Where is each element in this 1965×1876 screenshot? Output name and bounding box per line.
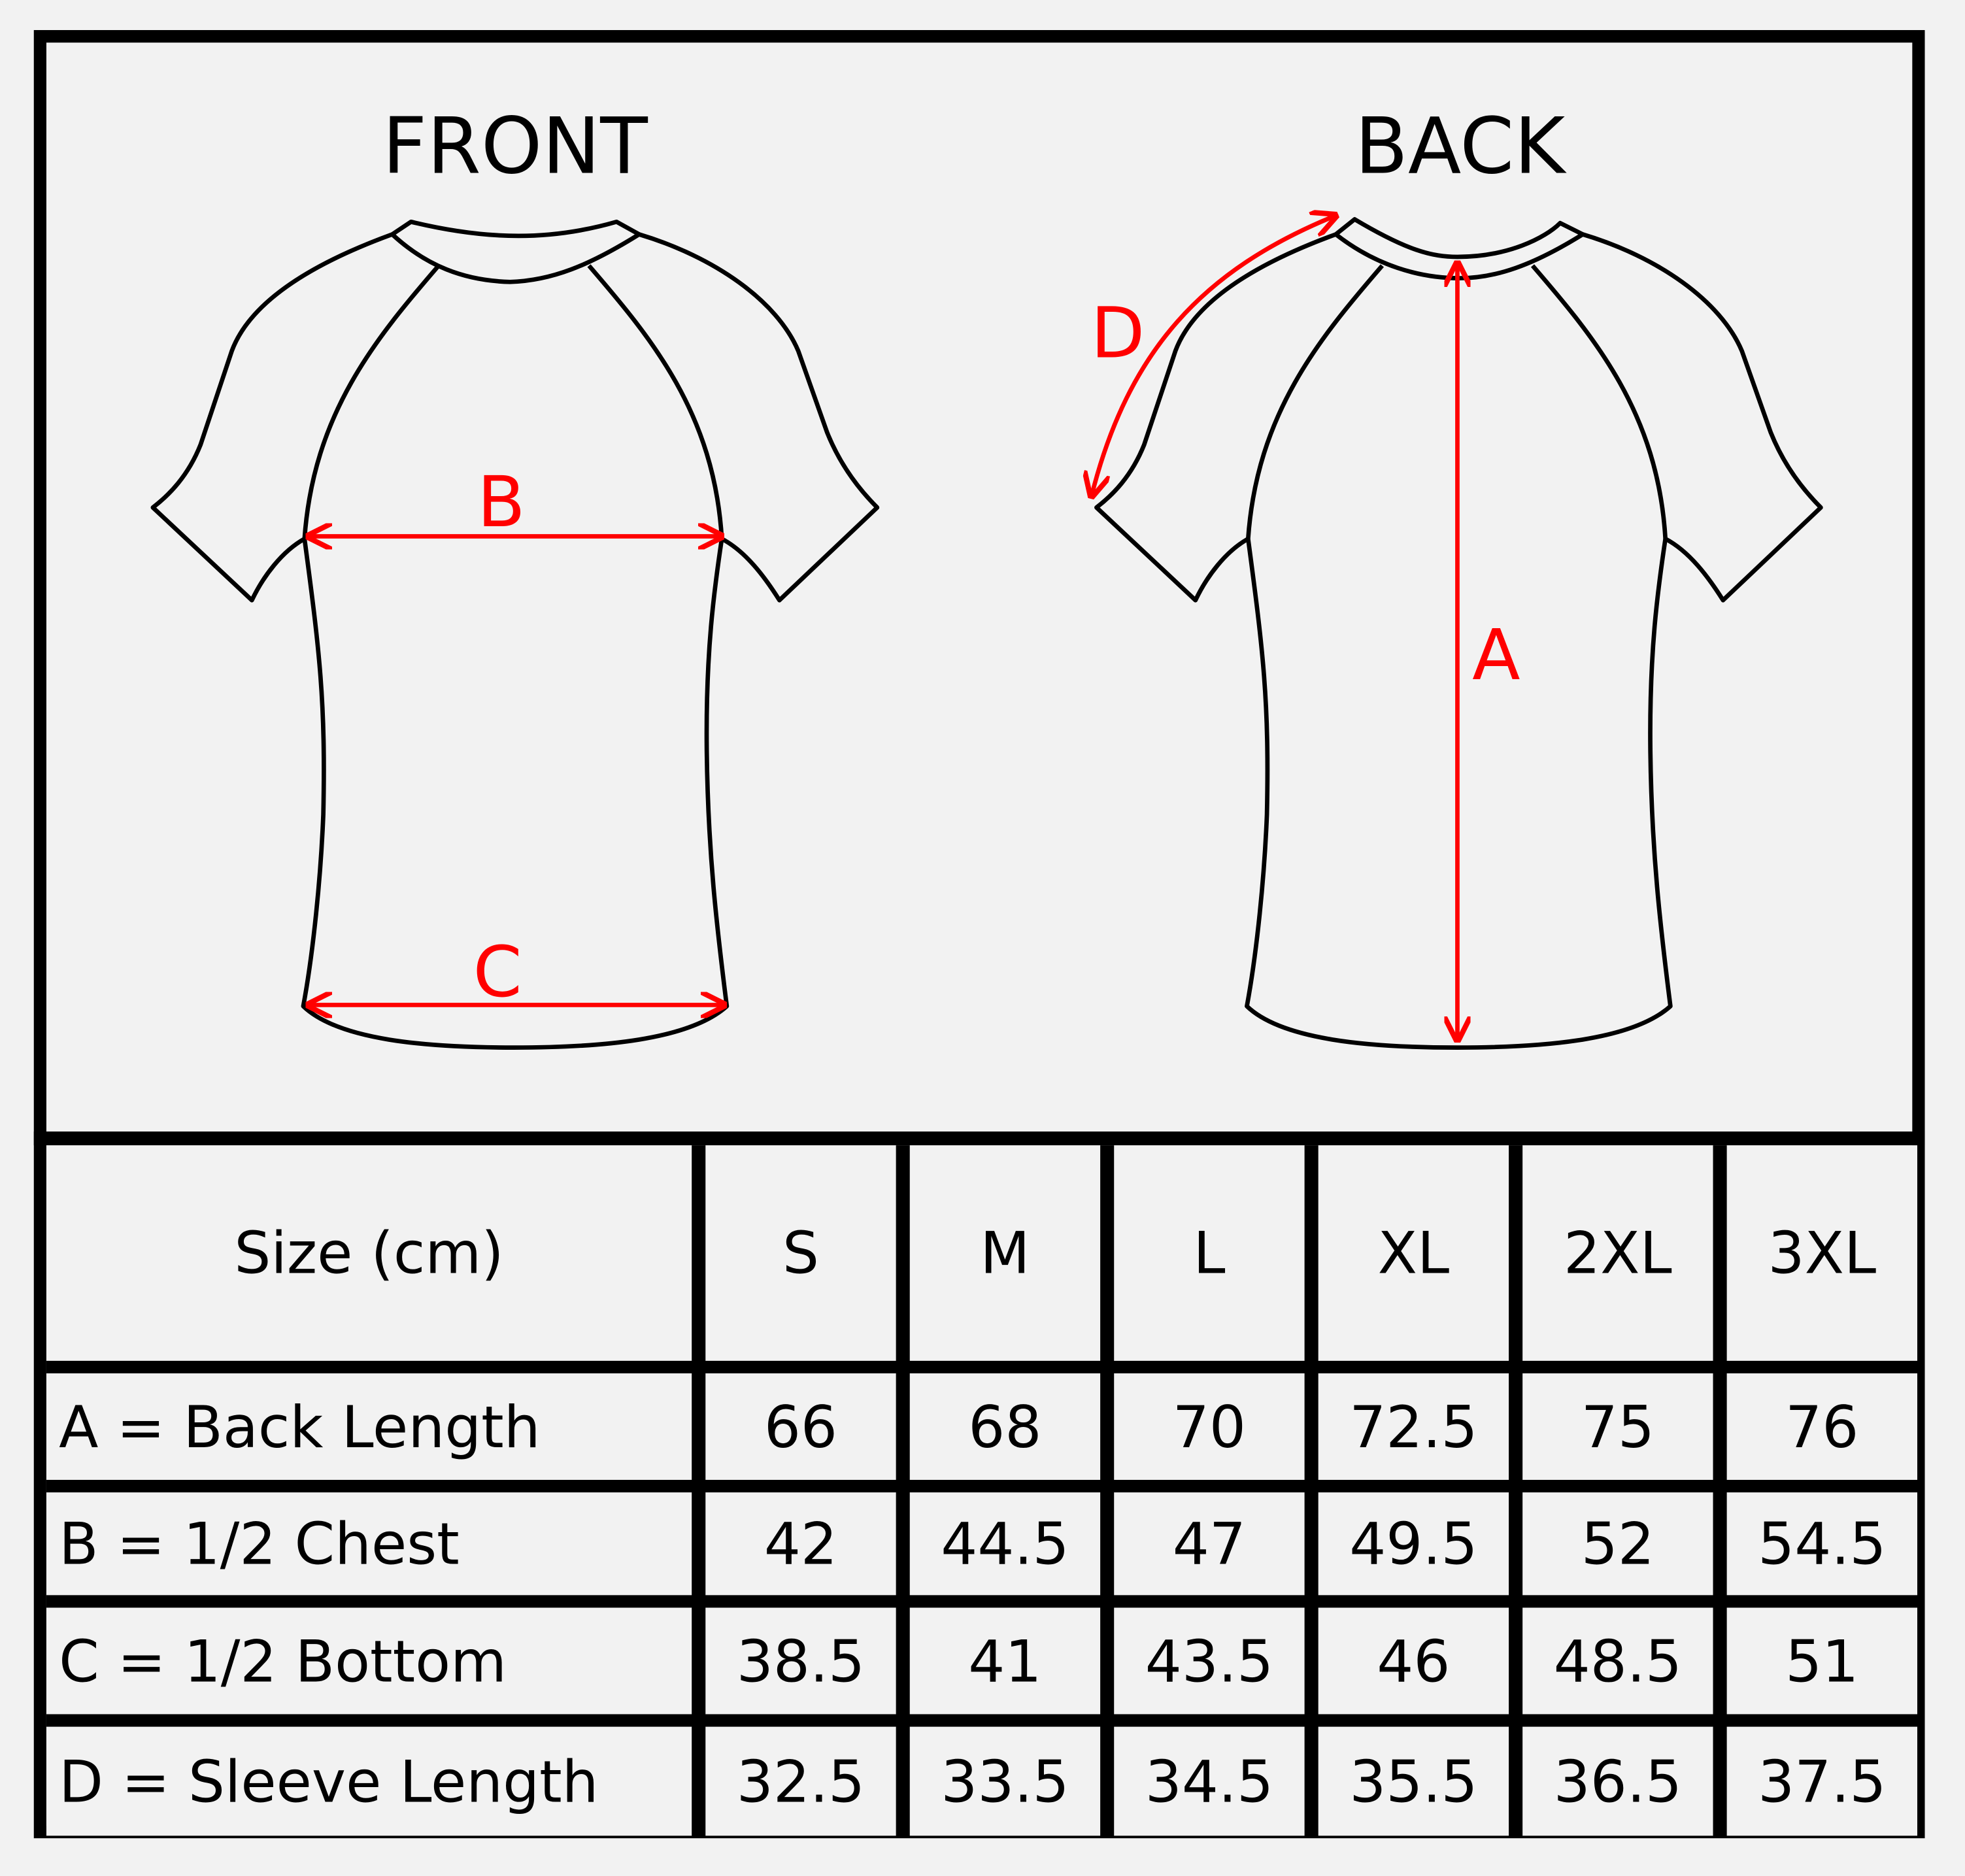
table-cell: 48.5 [1522,1607,1713,1715]
header-size-m: M [909,1145,1101,1361]
table-cell: 46 [1318,1607,1509,1715]
table-cell: 52 [1522,1492,1713,1596]
sleeve-arrow [1092,216,1336,496]
table-cell: 41 [909,1607,1101,1715]
header-size-2xl: 2XL [1522,1145,1713,1361]
table-cell: 72.5 [1318,1373,1509,1480]
shirt-diagrams: FRONT BACK B C A D [150,102,1823,1050]
table-cell: 35.5 [1318,1726,1509,1836]
label-c: C [473,931,522,1013]
table-cell: 47 [1114,1492,1305,1596]
table-cell: 36.5 [1522,1726,1713,1836]
header-size-l: L [1114,1145,1305,1361]
table-cell: 75 [1522,1373,1713,1480]
measure-arrows [309,216,1458,1040]
table-cell: 54.5 [1726,1492,1918,1596]
row-label-back-length: A = Back Length [46,1373,692,1480]
table-cell: 38.5 [705,1607,896,1715]
table-cell: 43.5 [1114,1607,1305,1715]
table-cell: 32.5 [705,1726,896,1836]
front-title: FRONT [382,102,648,192]
table-cell: 49.5 [1318,1492,1509,1596]
table-cell: 76 [1726,1373,1918,1480]
row-label-half-chest: B = 1/2 Chest [46,1492,692,1596]
size-table: Size (cm) S M L XL 2XL 3XL A = Back Leng… [46,1145,1918,1836]
table-cell: 37.5 [1726,1726,1918,1836]
frame-divider [33,1131,1925,1146]
table-cell: 51 [1726,1607,1918,1715]
row-label-sleeve-length: D = Sleeve Length [46,1726,692,1836]
header-size-label: Size (cm) [46,1145,692,1361]
front-shirt-outline [150,219,880,1050]
table-cell: 70 [1114,1373,1305,1480]
table-cell: 68 [909,1373,1101,1480]
table-cell: 34.5 [1114,1726,1305,1836]
label-d: D [1091,292,1145,374]
row-label-half-bottom: C = 1/2 Bottom [46,1607,692,1715]
label-b: B [477,461,526,543]
table-cell: 42 [705,1492,896,1596]
header-size-xl: XL [1318,1145,1509,1361]
header-size-s: S [705,1145,896,1361]
header-size-3xl: 3XL [1726,1145,1918,1361]
table-cell: 66 [705,1373,896,1480]
back-title: BACK [1354,102,1567,192]
table-cell: 44.5 [909,1492,1101,1596]
table-cell: 33.5 [909,1726,1101,1836]
label-a: A [1472,614,1520,696]
